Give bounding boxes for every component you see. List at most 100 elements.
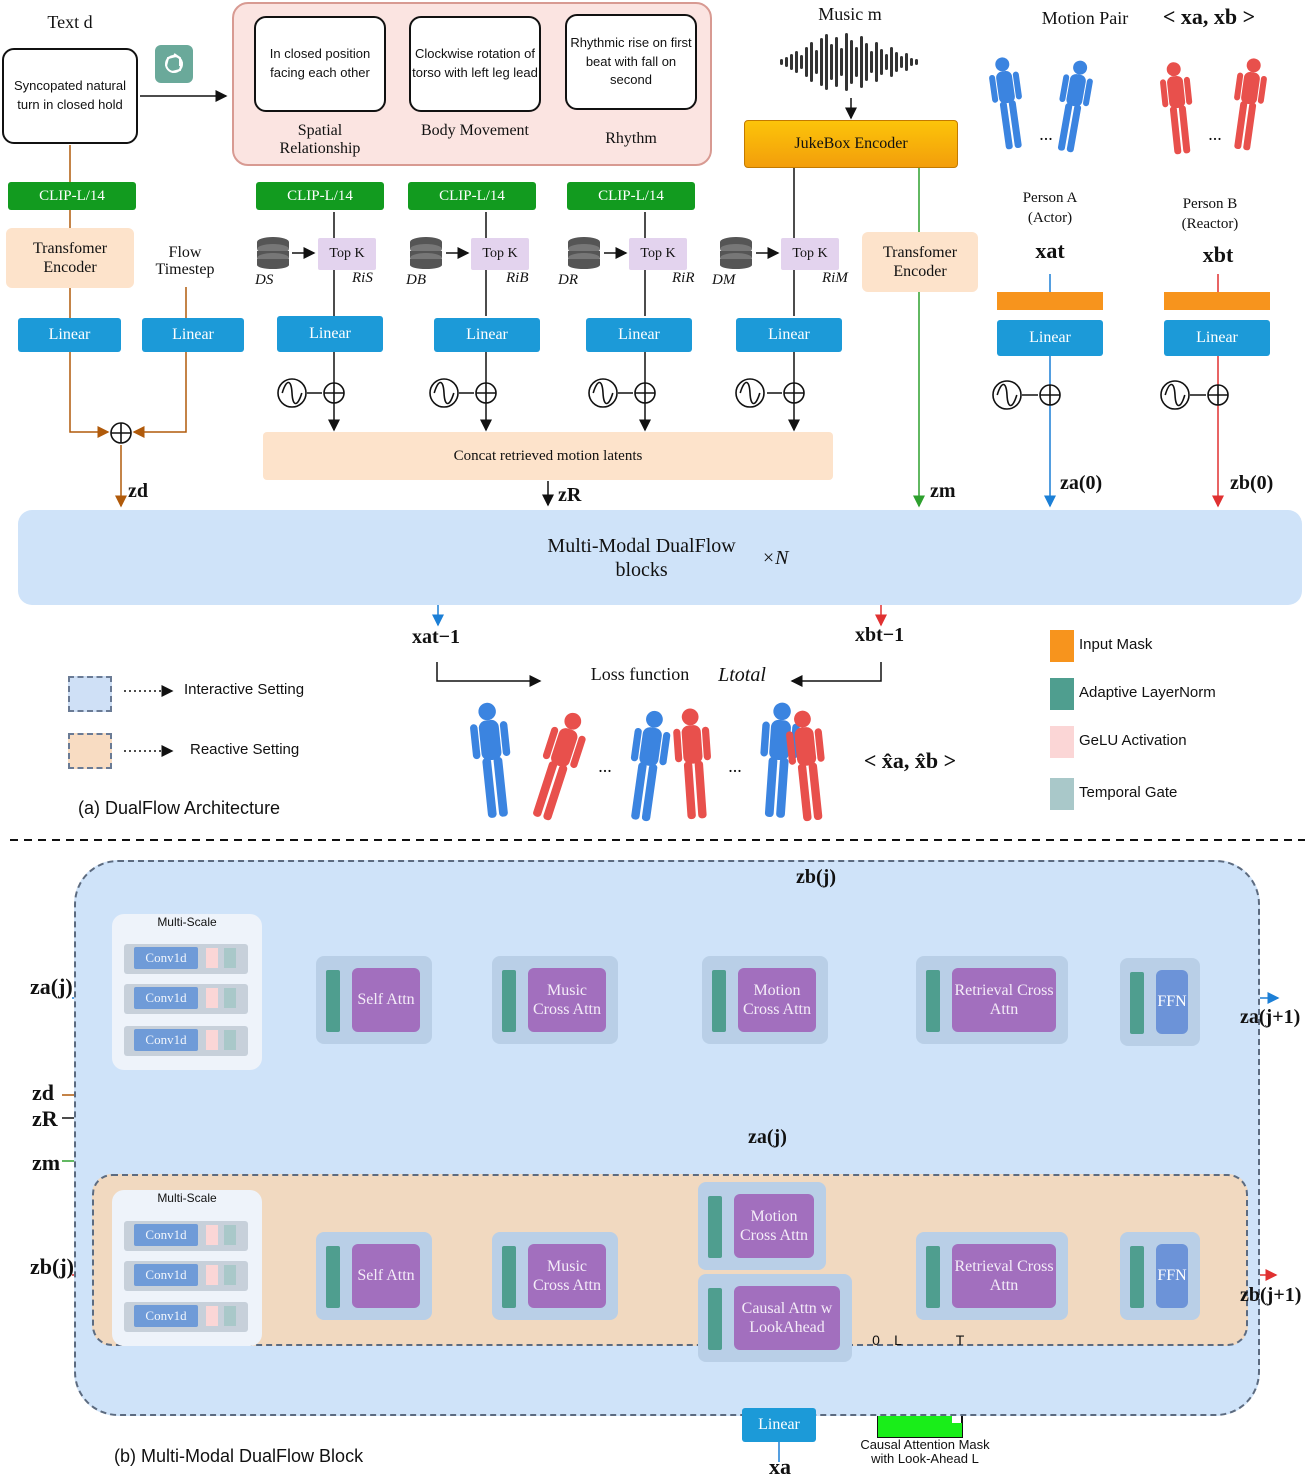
human-figure xyxy=(668,705,719,828)
sinusoidal-embedding-icon xyxy=(992,380,1022,410)
xa-tm1-label: xat−1 xyxy=(412,626,461,648)
clip-text: CLIP-L/14 xyxy=(8,182,136,210)
top-k-box: Top K xyxy=(629,238,687,270)
xa-bottom-label: xa xyxy=(769,1454,791,1479)
xa-t-label: xat xyxy=(1035,238,1065,263)
linear-body: Linear xyxy=(434,318,540,352)
database-label: DB xyxy=(406,272,426,288)
temporal-gate-box xyxy=(224,1030,236,1050)
ellipsis-top-a: ... xyxy=(1039,124,1053,144)
add-icon xyxy=(783,382,805,404)
music-label: Music m xyxy=(818,4,882,24)
flow-timestep-label: Flow Timestep xyxy=(155,244,215,278)
sinusoidal-embedding-icon xyxy=(277,378,307,408)
sinusoidal-embedding-icon xyxy=(588,378,618,408)
interactive-legend-swatch xyxy=(68,676,112,712)
zb-j1-output-label: zb(j+1) xyxy=(1240,1284,1302,1306)
multimodal-dualflow-blocks: Multi-Modal DualFlow blocks ×N xyxy=(18,510,1302,605)
add-icon xyxy=(1039,384,1061,406)
transformer-encoder-music: Transfomer Encoder xyxy=(862,232,978,292)
za-j1-output-label: za(j+1) xyxy=(1240,1006,1301,1028)
text-d-label: Text d xyxy=(47,12,93,32)
ffn-b: FFN xyxy=(1156,1244,1188,1308)
adaptive-layernorm-bar xyxy=(926,970,940,1032)
z-r-label: zR xyxy=(558,484,582,506)
clip-spatial: CLIP-L/14 xyxy=(256,182,384,210)
motion-pair-label: Motion Pair xyxy=(1041,8,1129,28)
concat-retrieved: Concat retrieved motion latents xyxy=(263,432,833,480)
xb-t-label: xbt xyxy=(1202,242,1234,267)
music-cross-attn-b: Music Cross Attn xyxy=(528,1244,606,1308)
gelu-box xyxy=(206,1030,218,1050)
self-attn-b: Self Attn xyxy=(352,1244,420,1308)
loss-total-symbol: Ltotal xyxy=(718,664,766,686)
linear-rhythm: Linear xyxy=(586,318,692,352)
multi-scale-label: Multi-Scale xyxy=(157,915,217,929)
retrieval-label: RiR xyxy=(672,270,695,286)
ellipsis-top-b: ... xyxy=(1208,124,1222,144)
attr-label-body: Body Movement xyxy=(421,122,529,139)
retrieval-label: RiS xyxy=(352,270,373,286)
temporal-gate-box xyxy=(224,1225,236,1245)
human-figure xyxy=(983,53,1033,157)
mask-label-t: T xyxy=(955,1332,965,1348)
ellipsis-1: ... xyxy=(598,756,612,776)
attr-box-body: Clockwise rotation of torso with left le… xyxy=(409,16,541,112)
temporal-gate-box xyxy=(224,1265,236,1285)
top-k-box: Top K xyxy=(781,238,839,270)
za-j-input-label: za(j) xyxy=(30,974,73,999)
gelu-box xyxy=(206,1306,218,1326)
human-figure xyxy=(780,706,835,830)
mask-label-l: L xyxy=(894,1332,902,1348)
motion-pair-symbol: < xa, xb > xyxy=(1162,4,1256,29)
attr-label-rhythm: Rhythm xyxy=(605,130,657,147)
legend-label: Temporal Gate xyxy=(1079,784,1178,801)
database-icon xyxy=(408,236,444,270)
legend-swatch xyxy=(1050,778,1074,810)
database-label: DM xyxy=(712,272,736,288)
person-b-role: (Reactor) xyxy=(1181,216,1239,232)
chatgpt-logo-icon xyxy=(155,45,193,83)
caption-b: (b) Multi-Modal DualFlow Block xyxy=(114,1446,364,1466)
linear-timestep: Linear xyxy=(142,318,244,352)
ellipsis-2: ... xyxy=(728,756,742,776)
transformer-encoder-text: Transfomer Encoder xyxy=(6,228,134,288)
temporal-gate-box xyxy=(224,988,236,1008)
sinusoidal-embedding-icon xyxy=(735,378,765,408)
legend-label: Input Mask xyxy=(1079,636,1153,653)
zb-j-input-label: zb(j) xyxy=(30,1254,74,1279)
adaptive-layernorm-bar xyxy=(926,1246,940,1308)
attr-text-body: Clockwise rotation of torso with left le… xyxy=(412,46,538,80)
legend-swatch xyxy=(1050,630,1074,662)
human-figure xyxy=(464,698,522,827)
person-a-label: Person A xyxy=(1022,190,1078,206)
add-icon xyxy=(1207,384,1229,406)
linear-bottom: Linear xyxy=(742,1408,816,1442)
reactive-legend-swatch xyxy=(68,733,112,769)
gelu-box xyxy=(206,1225,218,1245)
gelu-box xyxy=(206,988,218,1008)
caption-a: (a) DualFlow Architecture xyxy=(78,798,281,818)
mmdf-label: Multi-Modal DualFlow blocks xyxy=(547,534,736,581)
database-icon xyxy=(255,236,291,270)
zr-cond-label: zR xyxy=(32,1106,58,1131)
database-icon xyxy=(566,236,602,270)
gelu-box xyxy=(206,1265,218,1285)
adaptive-layernorm-bar xyxy=(326,1246,340,1308)
linear-b: Linear xyxy=(1164,320,1270,356)
text-input-box: Syncopated natural turn in closed hold xyxy=(2,48,138,144)
text-input-value: Syncopated natural turn in closed hold xyxy=(13,78,127,112)
adaptive-layernorm-bar xyxy=(326,970,340,1032)
human-figure xyxy=(519,704,597,831)
linear-text: Linear xyxy=(18,318,121,352)
attr-text-rhythm: Rhythmic rise on first beat with fall on… xyxy=(570,34,692,88)
attr-text-spatial: In closed position facing each other xyxy=(269,46,371,80)
top-k-box: Top K xyxy=(471,238,529,270)
mask-caption: Causal Attention Mask with Look-Ahead L xyxy=(860,1437,990,1467)
input-mask-a xyxy=(997,292,1103,310)
adaptive-layernorm-bar xyxy=(712,970,726,1032)
top-k-box: Top K xyxy=(318,238,376,270)
loss-function-label: Loss function xyxy=(590,664,690,684)
legend-label: GeLU Activation xyxy=(1079,732,1187,749)
